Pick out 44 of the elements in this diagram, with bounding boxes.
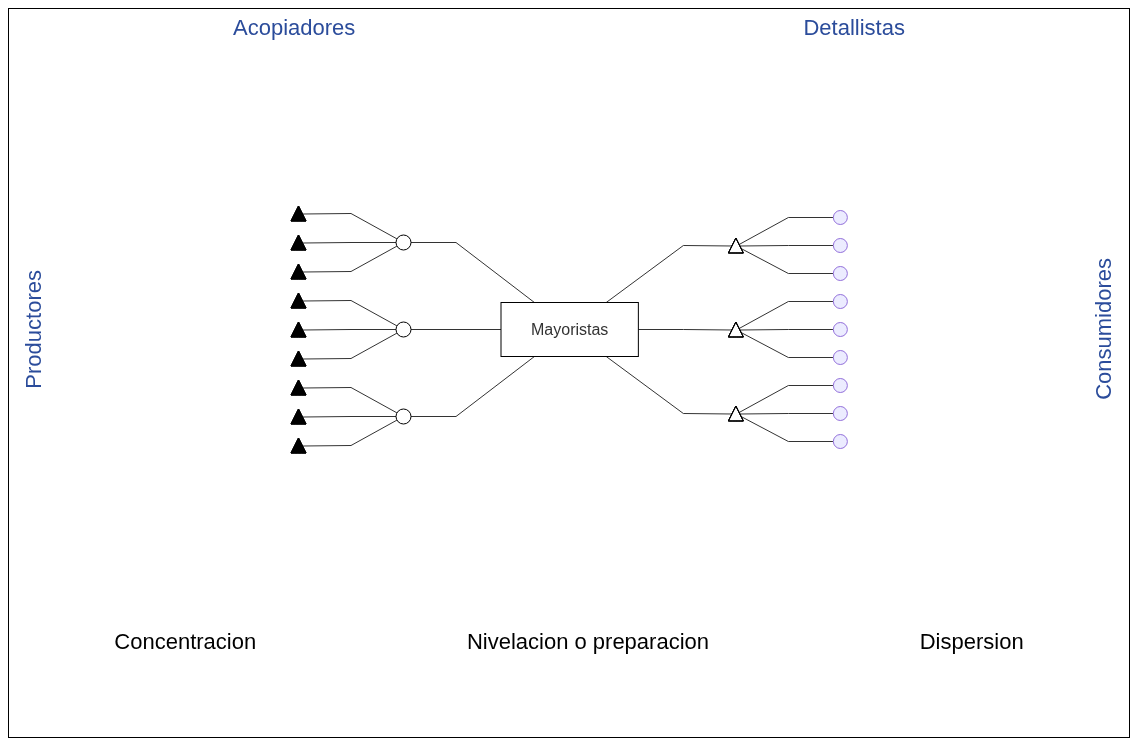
- consumers-label: Consumidores: [1090, 258, 1117, 400]
- connector: [739, 244, 834, 246]
- node-circle: [832, 405, 848, 421]
- collectors-label: Acopiadores: [233, 15, 356, 41]
- producers-label: Productores: [20, 269, 47, 389]
- dispersion-label: Dispersion: [919, 629, 1024, 655]
- node-circle: [395, 321, 412, 337]
- leveling-label: Nivelacion o preparacion: [466, 629, 709, 655]
- retailers-label: Detallistas: [803, 15, 905, 41]
- connector: [739, 328, 834, 330]
- node-circle: [395, 234, 412, 250]
- connector: [302, 386, 398, 413]
- node-circle: [832, 237, 848, 253]
- connector: [302, 415, 397, 417]
- connector: [410, 355, 535, 417]
- connector: [410, 328, 502, 330]
- connector: [302, 299, 398, 326]
- connector: [302, 328, 397, 330]
- connector: [738, 300, 834, 329]
- node-box: Mayoristas: [500, 301, 639, 357]
- node-circle: [395, 408, 412, 424]
- concentration-label: Concentracion: [114, 629, 257, 655]
- connector: [738, 216, 834, 245]
- connector: [738, 384, 834, 413]
- node-circle: [832, 293, 848, 309]
- connector: [302, 212, 398, 239]
- node-circle: [832, 433, 848, 449]
- node-circle: [832, 349, 848, 365]
- connector: [637, 328, 733, 330]
- connector: [605, 244, 733, 303]
- connector: [410, 241, 535, 303]
- connector: [739, 412, 834, 414]
- node-circle: [832, 377, 848, 393]
- connector: [740, 247, 834, 274]
- connector: [302, 332, 398, 359]
- node-circle: [832, 265, 848, 281]
- connector: [605, 355, 733, 414]
- connector: [302, 245, 398, 272]
- node-circle: [832, 209, 848, 225]
- connector: [740, 415, 834, 442]
- connector: [302, 419, 398, 446]
- connector: [740, 331, 834, 358]
- connector: [302, 241, 397, 243]
- node-circle: [832, 321, 848, 337]
